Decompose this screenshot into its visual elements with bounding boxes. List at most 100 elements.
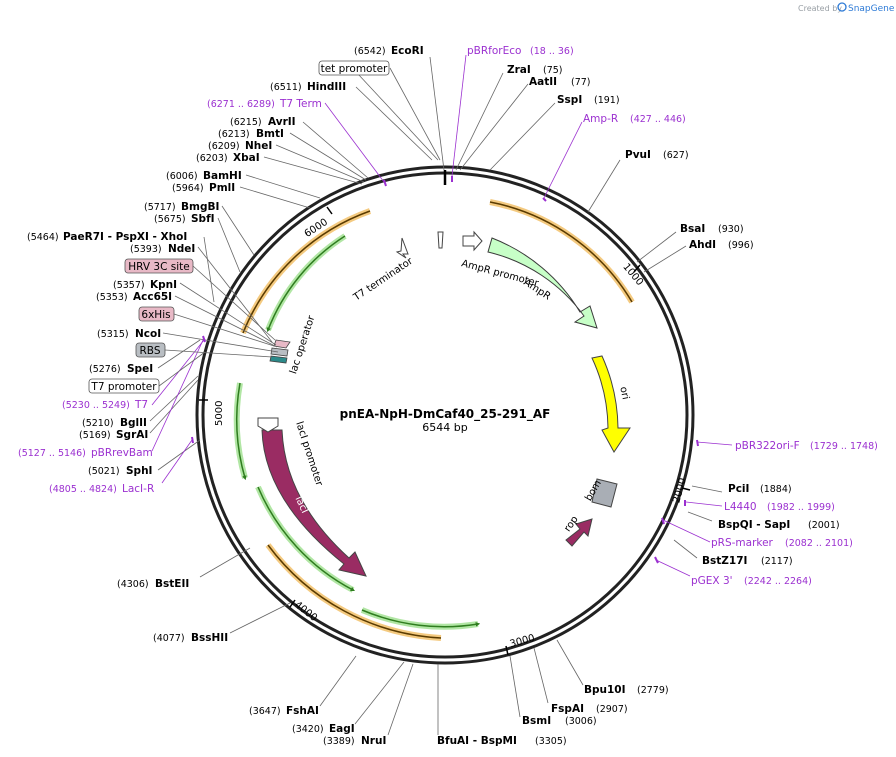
enzyme-name-spei[interactable]: SpeI [127, 363, 153, 375]
enzyme-name-bsshii[interactable]: BssHII [191, 632, 228, 644]
enzyme-pos-xbai: (6203) [196, 153, 228, 164]
enzyme-name-fshai[interactable]: FshAI [286, 705, 319, 717]
primer-range-pbrforeco: (18 .. 36) [530, 46, 574, 57]
snapgene-logo-icon [837, 2, 847, 12]
enzyme-pos-zrai: (75) [543, 65, 563, 76]
primer-range-t7-term: (6271 .. 6289) [207, 99, 275, 110]
primer-name-pgex-3[interactable]: pGEX 3' [691, 575, 733, 587]
enzyme-pos-bstz17i: (2117) [761, 556, 793, 567]
enzyme-name-nrui[interactable]: NruI [361, 735, 386, 747]
enzyme-pos-bsmi: (3006) [565, 716, 597, 727]
backbone [195, 165, 695, 665]
primer-range-l4440: (1982 .. 1999) [767, 502, 835, 513]
enzyme-pos-sbfi: (5675) [154, 214, 186, 225]
enzyme-name-hindiii[interactable]: HindIII [307, 81, 346, 93]
feature-box-hrv-3c-site[interactable]: HRV 3C site [128, 261, 189, 273]
enzyme-name-aatii[interactable]: AatII [529, 76, 557, 88]
enzyme-pos-ahdi: (996) [728, 240, 754, 251]
enzyme-name-sbfi[interactable]: SbfI [191, 213, 215, 225]
enzyme-pos-pcii: (1884) [760, 484, 792, 495]
tick-label-2000: 2000 [671, 477, 688, 504]
enzyme-pos-acc65i: (5353) [96, 292, 128, 303]
enzyme-pos-sgrai: (5169) [79, 430, 111, 441]
enzyme-pos-paer7i-pspxi-xhoi: (5464) [27, 232, 59, 243]
ori-arrow[interactable] [591, 355, 631, 453]
enzyme-name-bspqi-sapi[interactable]: BspQI - SapI [718, 519, 790, 531]
enzyme-name-pmli[interactable]: PmlI [209, 182, 235, 194]
enzyme-name-nhei[interactable]: NheI [245, 140, 272, 152]
enzyme-name-xbai[interactable]: XbaI [233, 152, 260, 164]
enzyme-name-sgrai[interactable]: SgrAI [116, 429, 148, 441]
enzyme-name-bstz17i[interactable]: BstZ17I [702, 555, 747, 567]
enzyme-name-pvui[interactable]: PvuI [625, 149, 651, 161]
primer-name-pbr322ori-f[interactable]: pBR322ori-F [735, 440, 800, 452]
enzyme-name-fspai[interactable]: FspAI [551, 703, 584, 715]
enzyme-name-ndei[interactable]: NdeI [168, 243, 195, 255]
enzyme-pos-fshai: (3647) [249, 706, 281, 717]
primer-labels: pBRforEco (18 .. 36) Amp-R (427 .. 446) … [18, 45, 878, 587]
enzyme-pos-bsteii: (4306) [117, 579, 149, 590]
enzyme-name-bfuai-bspmi[interactable]: BfuAI - BspMI [437, 735, 517, 747]
enzyme-name-ahdi[interactable]: AhdI [689, 239, 716, 251]
enzyme-pos-avrii: (6215) [230, 117, 262, 128]
enzyme-name-kpni[interactable]: KpnI [150, 279, 177, 291]
enzyme-name-ecori[interactable]: EcoRI [391, 45, 424, 57]
plasmid-name: pnEA-NpH-DmCaf40_25-291_AF [340, 407, 551, 422]
t7-terminator-label: T7 terminator [351, 255, 416, 304]
enzyme-name-bsmi[interactable]: BsmI [522, 715, 551, 727]
primer-name-laci-r[interactable]: LacI-R [122, 483, 154, 495]
enzyme-name-eagi[interactable]: EagI [329, 723, 355, 735]
laci-arrow[interactable] [261, 429, 367, 577]
enzyme-pos-sspi: (191) [594, 95, 620, 106]
primer-name-l4440[interactable]: L4440 [724, 501, 757, 513]
primer-name-amp-r[interactable]: Amp-R [583, 113, 618, 125]
enzyme-name-pcii[interactable]: PciI [728, 483, 749, 495]
enzyme-pos-bglii: (5210) [82, 418, 114, 429]
ampr-promoter-arrow[interactable] [462, 230, 483, 252]
primer-range-prs-marker: (2082 .. 2101) [785, 538, 853, 549]
enzyme-name-avrii[interactable]: AvrII [268, 116, 296, 128]
enzyme-name-bmti[interactable]: BmtI [256, 128, 284, 140]
enzyme-pos-sphi: (5021) [88, 466, 120, 477]
enzyme-pos-bspqi-sapi: (2001) [808, 520, 840, 531]
primer-range-pgex-3: (2242 .. 2264) [744, 576, 812, 587]
feature-box-t7-promoter[interactable]: T7 promoter [90, 381, 157, 393]
primer-name-prs-marker[interactable]: pRS-marker [711, 537, 774, 549]
laci-promoter-arrow[interactable] [257, 417, 279, 433]
enzyme-name-bglii[interactable]: BglII [120, 417, 147, 429]
primer-name-t7[interactable]: T7 [134, 399, 148, 411]
ori-label: ori [617, 386, 630, 401]
enzyme-name-bsai[interactable]: BsaI [680, 223, 705, 235]
t7-terminator-arrow[interactable] [395, 237, 409, 259]
enzyme-name-acc65i[interactable]: Acc65I [133, 291, 172, 303]
enzyme-name-ncoi[interactable]: NcoI [135, 328, 161, 340]
features: AmpR AmpR promoter T7 terminator ori bom… [257, 230, 631, 577]
primer-range-pbrrevbam: (5127 .. 5146) [18, 448, 86, 459]
enzyme-name-sspi[interactable]: SspI [557, 94, 582, 106]
rop-arrow[interactable] [565, 518, 593, 547]
enzyme-pos-bmgbi: (5717) [144, 202, 176, 213]
enzyme-name-bmgbi[interactable]: BmgBI [181, 201, 219, 213]
bom-box[interactable] [591, 478, 618, 508]
enzyme-name-bsteii[interactable]: BstEII [155, 578, 189, 590]
feature-box-tet-promoter[interactable]: tet promoter [321, 63, 388, 75]
enzyme-pos-bmti: (6213) [218, 129, 250, 140]
enzyme-pos-fspai: (2907) [596, 704, 628, 715]
enzyme-name-paer7i-pspxi-xhoi[interactable]: PaeR7I - PspXI - XhoI [63, 231, 187, 243]
feature-box-rbs[interactable]: RBS [140, 345, 161, 357]
ampr-arrow[interactable] [487, 237, 598, 329]
enzyme-pos-pmli: (5964) [172, 183, 204, 194]
enzyme-name-bpu10i[interactable]: Bpu10I [584, 684, 626, 696]
primer-name-pbrforeco[interactable]: pBRforEco [467, 45, 521, 57]
lac-operator-label: lac operator [288, 314, 317, 376]
enzyme-name-bamhi[interactable]: BamHI [203, 170, 242, 182]
feature-box-6xhis[interactable]: 6xHis [141, 309, 170, 321]
primer-name-pbrrevbam[interactable]: pBRrevBam [91, 447, 153, 459]
primer-name-t7-term[interactable]: T7 Term [279, 98, 322, 110]
enzyme-leaders [149, 56, 723, 736]
enzyme-pos-ecori: (6542) [354, 46, 386, 57]
enzyme-name-zrai[interactable]: ZraI [507, 64, 531, 76]
enzyme-name-sphi[interactable]: SphI [126, 465, 152, 477]
enzyme-pos-ncoi: (5315) [97, 329, 129, 340]
